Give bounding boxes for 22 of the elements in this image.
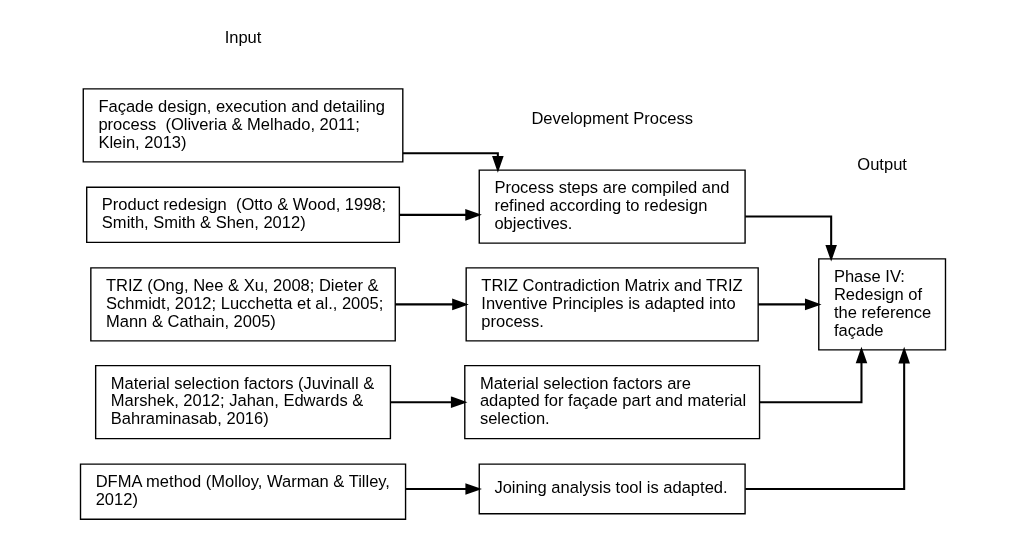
node-box: Process steps are compiled and refined according to redesign objectives. (478, 169, 746, 244)
arrow (402, 152, 504, 173)
node-box: Joining analysis tool is adapted. (478, 463, 746, 515)
node-box: DFMA method (Molloy, Warman & Tilley, 2012) (79, 463, 406, 520)
label: Output (856, 154, 907, 174)
arrow (405, 483, 482, 495)
arrow (744, 346, 910, 490)
label: Input (224, 27, 261, 47)
arrow (394, 298, 469, 311)
node-box: TRIZ Contradiction Matrix and TRIZ Inventive Principles is adapted into process. (465, 267, 759, 342)
arrow (390, 396, 467, 408)
label: Development Process (530, 109, 693, 129)
node-box: Material selection factors are adapted for façade part and material selection. (463, 365, 760, 440)
arrow (757, 298, 822, 311)
node-box: TRIZ (Ong, Nee & Xu, 2008; Dieter & Schmidt, 2012; Lucchetta et al., 2005; Mann & Cathain, 2005) (89, 267, 396, 342)
arrow (399, 209, 482, 221)
arrow (744, 215, 837, 262)
node-box: Phase IV: Redesign of the reference façade (817, 258, 946, 351)
arrow (759, 346, 867, 404)
node-box: Material selection factors (Juvinall & Marshek, 2012; Jahan, Edwards & Bahraminasab, 2016) (94, 365, 391, 440)
node-box: Façade design, execution and detailing process (Oliveria & Melhado, 2011; Klein, 2013) (82, 88, 403, 163)
node-box: Product redesign (Otto & Wood, 1998; Smith, Smith & Shen, 2012) (85, 186, 400, 244)
